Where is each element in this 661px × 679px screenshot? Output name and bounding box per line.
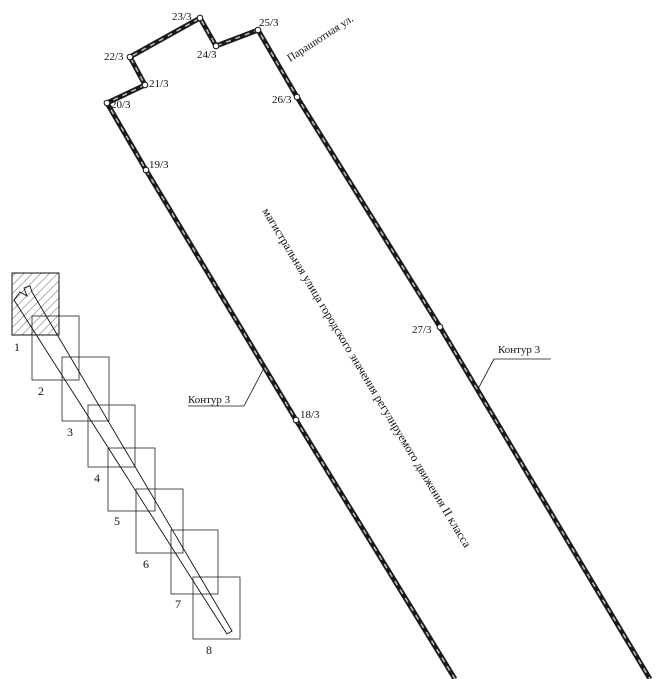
boundary-left-dark	[103, 14, 653, 679]
sheet-3	[61, 356, 110, 422]
sheet-8	[192, 576, 241, 640]
sheet-5	[107, 447, 156, 512]
sheet-label-3: 3	[67, 425, 73, 439]
sheet-label-1: 1	[14, 340, 20, 354]
point-marker-24	[212, 42, 220, 50]
point-marker-27	[436, 323, 444, 331]
point-marker-25	[254, 26, 262, 34]
sheet-6	[135, 488, 184, 554]
point-label-21: 21/3	[149, 78, 169, 90]
point-marker-23	[196, 14, 204, 22]
point-label-26: 26/3	[272, 94, 292, 106]
point-label-23: 23/3	[172, 11, 192, 23]
mini-contour	[13, 285, 233, 635]
sheet-label-8: 8	[206, 643, 212, 657]
sheet-label-4: 4	[94, 471, 100, 485]
contour-boundary	[103, 14, 653, 679]
turning-points	[103, 14, 444, 424]
road-label: магистральная улица городского значения …	[259, 205, 474, 550]
point-label-19: 19/3	[149, 159, 169, 171]
point-marker-20	[103, 99, 111, 107]
point-marker-18	[292, 416, 300, 424]
sheet-label-7: 7	[175, 597, 181, 611]
point-label-24: 24/3	[197, 49, 217, 61]
point-label-25: 25/3	[259, 17, 279, 29]
contour-callout-right: Контур 3	[477, 344, 551, 390]
point-marker-22	[126, 53, 134, 61]
point-label-20: 20/3	[111, 99, 131, 111]
sheet-label-5: 5	[114, 514, 120, 528]
point-marker-21	[141, 81, 149, 89]
sheet-4	[87, 404, 136, 468]
point-marker-19	[142, 166, 150, 174]
point-labels: 18/3 19/3 20/3 21/3 22/3 23/3 24/3 25/3 …	[104, 11, 432, 421]
sheet-label-6: 6	[143, 557, 149, 571]
point-marker-26	[293, 93, 301, 101]
street-label: Парашютная ул.	[285, 13, 356, 65]
point-label-22: 22/3	[104, 51, 124, 63]
boundary-left-dashes	[105, 16, 651, 679]
point-label-18: 18/3	[300, 409, 320, 421]
sheet-label-2: 2	[38, 384, 44, 398]
point-label-27: 27/3	[412, 324, 432, 336]
sheet-7	[170, 529, 219, 595]
sheet-2	[31, 315, 80, 381]
contour-label-left: Контур 3	[188, 394, 231, 406]
contour-label-right: Контур 3	[498, 344, 541, 356]
contour-callout-left: Контур 3	[188, 367, 265, 407]
sheet-index: 1 2 3 4 5 6 7 8	[11, 272, 241, 657]
